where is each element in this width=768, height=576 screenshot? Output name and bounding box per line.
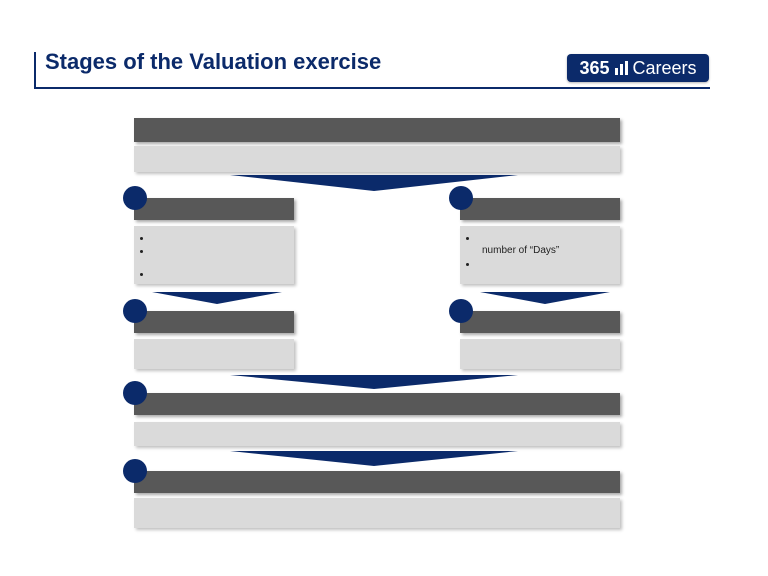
left-stage-1-bullets (140, 232, 152, 281)
left-stage-1-content (134, 226, 294, 284)
right-stage-1-content: number of “Days” (460, 226, 620, 284)
left-stage-2-content (134, 339, 294, 369)
stage-4-content (134, 498, 620, 528)
top-stage-content (134, 146, 620, 172)
down-arrow-right (480, 292, 610, 304)
right-stage-1-header (460, 198, 620, 220)
bar-chart-icon (614, 61, 628, 75)
right-stage-2-marker (449, 299, 473, 323)
down-arrow-3 (230, 451, 518, 466)
stage-3-header (134, 393, 620, 415)
left-stage-1-header (134, 198, 294, 220)
right-stage-2-content (460, 339, 620, 369)
title-accent-bar (34, 52, 36, 88)
logo-number: 365 (579, 57, 610, 78)
top-stage-header (134, 118, 620, 142)
left-stage-2-marker (123, 299, 147, 323)
down-arrow-left (152, 292, 282, 304)
down-arrow-1 (230, 175, 518, 191)
stage-4-marker (123, 459, 147, 483)
stage-3-content (134, 422, 620, 446)
stage-3-marker (123, 381, 147, 405)
logo-name: Careers (632, 57, 697, 78)
left-stage-1-marker (123, 186, 147, 210)
brand-logo: 365 Careers (567, 54, 709, 82)
title-underline (34, 87, 710, 89)
left-stage-2-header (134, 311, 294, 333)
right-stage-1-bullets (466, 232, 478, 245)
page-title: Stages of the Valuation exercise (45, 49, 382, 74)
right-stage-1-text: number of “Days” (482, 245, 560, 256)
stage-4-header (134, 471, 620, 493)
right-stage-1-marker (449, 186, 473, 210)
right-stage-2-header (460, 311, 620, 333)
right-stage-1-bullets-2 (466, 258, 478, 271)
down-arrow-2 (230, 375, 518, 389)
